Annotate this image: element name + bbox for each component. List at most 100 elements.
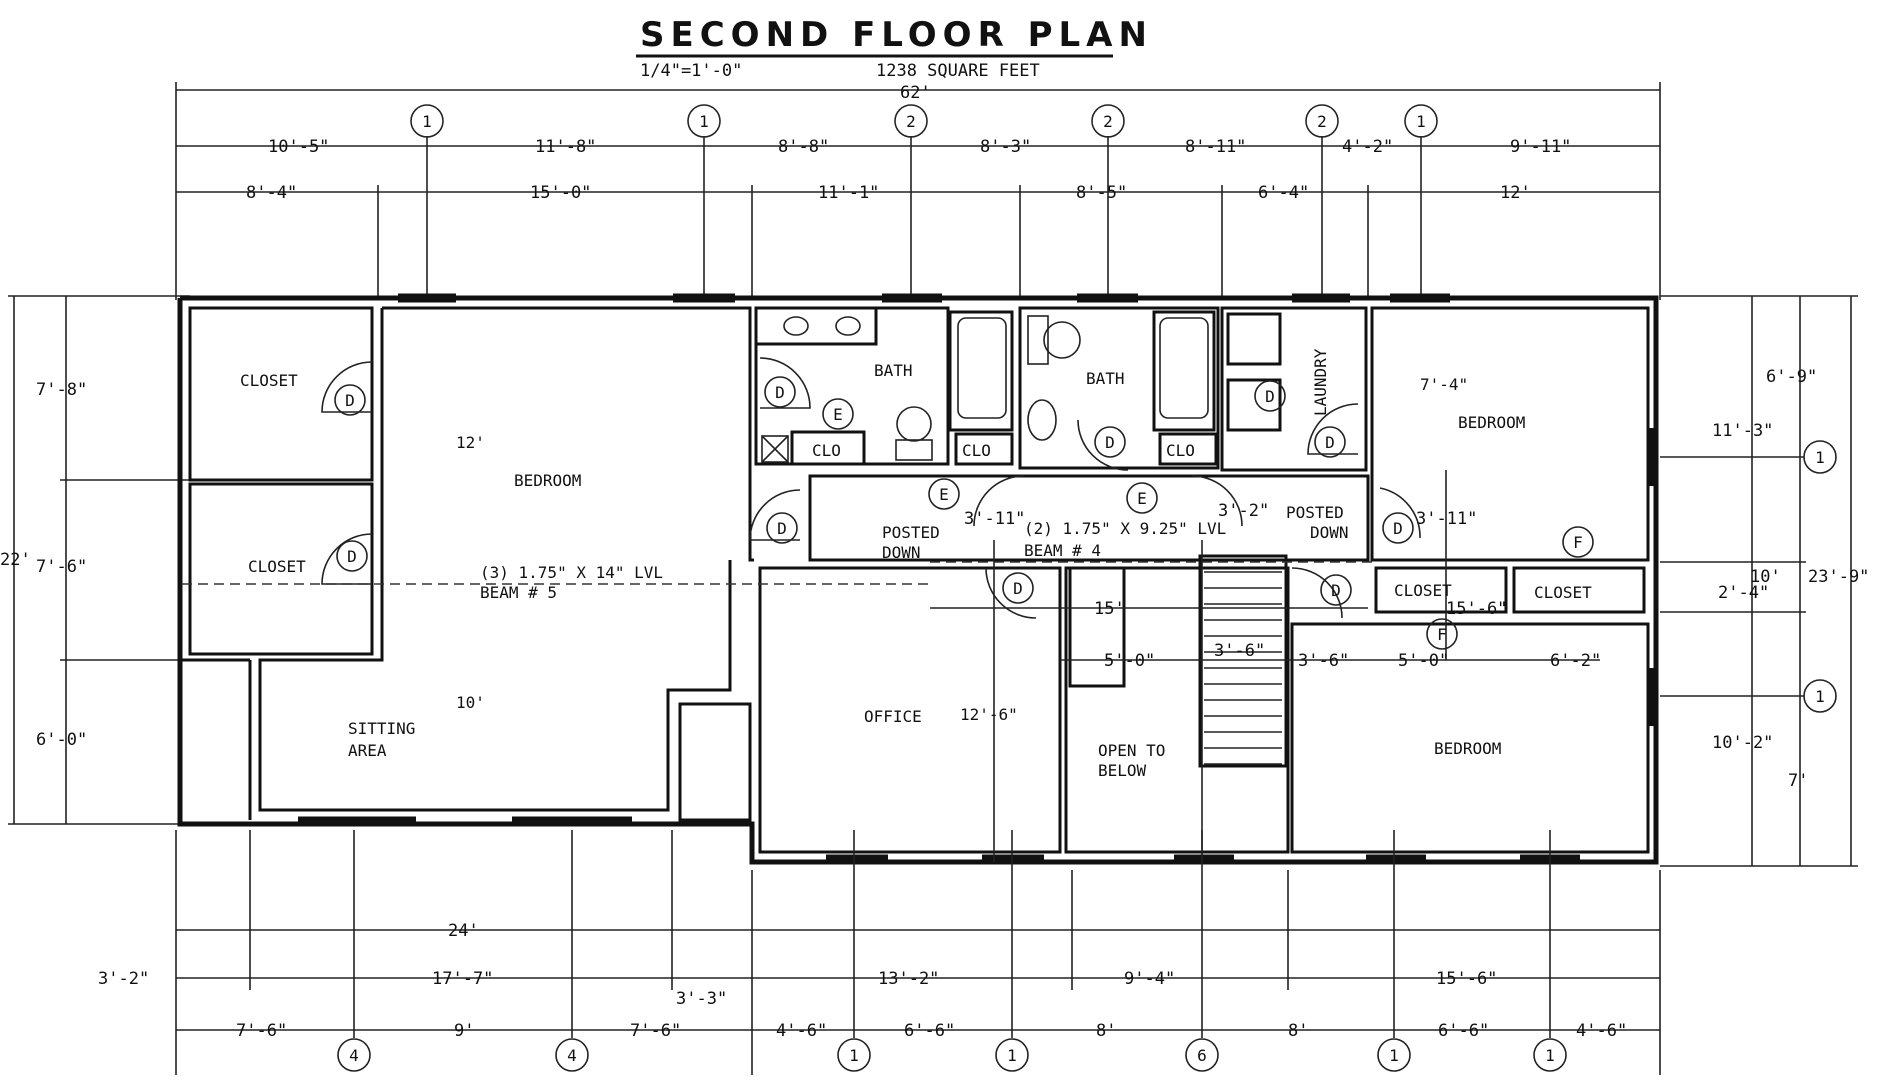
door-swings (321, 357, 1421, 619)
top-marker-5: 1 (1404, 104, 1438, 138)
overall-width-dim: 62' (900, 83, 931, 103)
top-marker-label: 2 (1317, 112, 1327, 131)
bottom-marker-label: 1 (849, 1046, 859, 1065)
room-closet-2-label: CLOSET (248, 557, 306, 576)
left-dim-0: 7'-8" (36, 380, 87, 400)
top-dim-1-6: 9'-11" (1510, 137, 1571, 157)
inner-dim-7: 3'-6" (1298, 651, 1349, 671)
door-tag: D (334, 384, 366, 416)
top-dim-2-4: 6'-4" (1258, 183, 1309, 203)
inner-dim-4: 15'-6" (1446, 599, 1507, 619)
door-tag: D (336, 540, 368, 572)
bottom-dim-24: 24' (448, 921, 479, 941)
right-dim-6: 7' (1788, 771, 1808, 791)
door-tag-letter: D (345, 391, 355, 410)
posted-down-b-1: POSTED (1286, 503, 1344, 522)
right-dim-5: 10'-2" (1712, 733, 1773, 753)
room-bedroom-1-label: BEDROOM (514, 471, 581, 490)
top-dim-1-5: 4'-2" (1342, 137, 1393, 157)
inner-dim-5: 5'-0" (1104, 651, 1155, 671)
bottom-dim-2-2: 7'-6" (630, 1021, 681, 1041)
bottom-dim-1-4: 9'-4" (1124, 969, 1175, 989)
door-tag-letter: F (1573, 533, 1583, 552)
door-tag: E (1126, 482, 1158, 514)
door-tag: D (1382, 512, 1414, 544)
left-dim-1: 22' (0, 550, 31, 570)
top-dim-2-0: 8'-4" (246, 183, 297, 203)
top-marker-1: 1 (687, 104, 721, 138)
office-dim: 12'-6" (960, 705, 1018, 724)
right-dim-0: 6'-9" (1766, 367, 1817, 387)
room-bath-1-label: BATH (874, 361, 913, 380)
plan-area: 1238 SQUARE FEET (876, 61, 1040, 81)
top-dim-1-3: 8'-3" (980, 137, 1031, 157)
door-tag: E (822, 398, 854, 430)
bottom-dim-2-3: 4'-6" (776, 1021, 827, 1041)
bottom-marker-2: 1 (837, 1038, 871, 1072)
interior-walls (182, 306, 1650, 854)
bottom-dim-1-2: 3'-3" (676, 989, 727, 1009)
top-marker-label: 1 (1416, 112, 1426, 131)
right-dim-4: 23'-9" (1808, 567, 1869, 587)
inner-dim-8: 5'-0" (1398, 651, 1449, 671)
room-closet-3-label: CLOSET (1394, 581, 1452, 600)
beam-4-spec: (2) 1.75" X 9.25" LVL (1024, 519, 1226, 538)
inner-dim-6: 3'-6" (1214, 641, 1265, 661)
posted-down-b-2: DOWN (1310, 523, 1349, 542)
posted-down-a-2: DOWN (882, 543, 921, 562)
right-dim-3: 10' (1750, 567, 1781, 587)
bottom-marker-4: 6 (1185, 1038, 1219, 1072)
room-bedroom-3-label: BEDROOM (1434, 739, 1501, 758)
bottom-dim-2-1: 9' (454, 1021, 474, 1041)
inner-dim-0: 3'-11" (964, 509, 1025, 529)
top-marker-label: 1 (699, 112, 709, 131)
door-tag: D (1314, 426, 1346, 458)
right-marker-label: 1 (1815, 687, 1825, 706)
beam-5-name: BEAM # 5 (480, 583, 557, 602)
inner-dim-2: 3'-11" (1416, 509, 1477, 529)
door-tag: D (766, 512, 798, 544)
plan-scale: 1/4"=1'-0" (640, 61, 742, 81)
bottom-dim-1-3: 13'-2" (878, 969, 939, 989)
door-tag: D (764, 376, 796, 408)
door-tag-letter: D (1265, 387, 1275, 406)
inner-dim-3: 15' (1094, 599, 1125, 619)
bedroom-1-dim-h: 10' (456, 693, 485, 712)
bottom-dim-2-7: 6'-6" (1438, 1021, 1489, 1041)
exterior-wall (177, 295, 1659, 865)
top-marker-4: 2 (1305, 104, 1339, 138)
top-dim-2-5: 12' (1500, 183, 1531, 203)
door-tag-letter: E (1137, 489, 1147, 508)
bottom-marker-3: 1 (995, 1038, 1029, 1072)
bottom-marker-label: 1 (1389, 1046, 1399, 1065)
door-tag-letter: D (777, 519, 787, 538)
room-office-label: OFFICE (864, 707, 922, 726)
bedroom-2-dim: 7'-4" (1420, 375, 1468, 394)
top-dim-2-2: 11'-1" (818, 183, 879, 203)
top-dim-2-3: 8'-5" (1076, 183, 1127, 203)
posted-down-a-1: POSTED (882, 523, 940, 542)
bottom-marker-label: 1 (1007, 1046, 1017, 1065)
room-clo-3-label: CLO (1166, 441, 1195, 460)
top-dim-1-2: 8'-8" (778, 137, 829, 157)
right-dim-2: 2'-4" (1718, 583, 1769, 603)
door-tag: D (1094, 426, 1126, 458)
left-dim-3: 6'-0" (36, 730, 87, 750)
bottom-marker-5: 1 (1377, 1038, 1411, 1072)
top-dim-2-1: 15'-0" (530, 183, 591, 203)
bottom-marker-label: 6 (1197, 1046, 1207, 1065)
bottom-marker-0: 4 (337, 1038, 371, 1072)
bottom-dim-1-1: 17'-7" (432, 969, 493, 989)
top-marker-3: 2 (1091, 104, 1125, 138)
right-marker-label: 1 (1815, 448, 1825, 467)
room-open-to-label: OPEN TO (1098, 741, 1165, 760)
bottom-dim-1-5: 15'-6" (1436, 969, 1497, 989)
plan-title: SECOND FLOOR PLAN (640, 15, 1153, 55)
door-tag-letter: D (347, 547, 357, 566)
right-marker-1: 1 (1803, 679, 1837, 713)
room-laundry-label: LAUNDRY (1311, 348, 1330, 416)
door-tag: F (1426, 618, 1458, 650)
inner-dim-9: 6'-2" (1550, 651, 1601, 671)
room-closet-1-label: CLOSET (240, 371, 298, 390)
top-marker-label: 2 (906, 112, 916, 131)
